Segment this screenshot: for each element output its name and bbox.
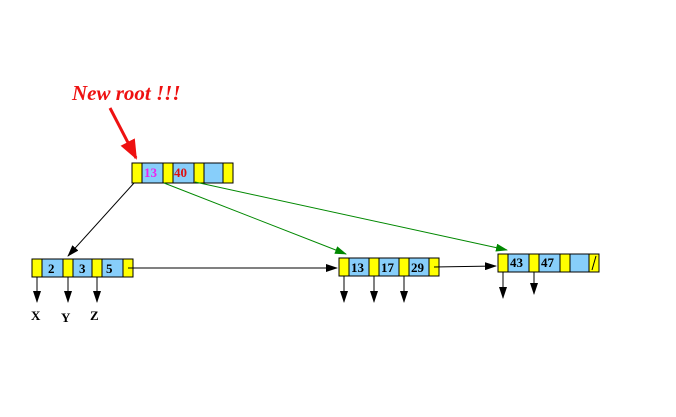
leaf2-pointer-1	[368, 257, 380, 277]
leaf3-pointer-0	[497, 253, 509, 273]
leaf1-pointer-0	[31, 258, 43, 278]
leaf-node-1: 2 3 5	[31, 258, 134, 278]
root-pointer-1	[162, 162, 174, 184]
root-to-leaf1-arrow	[67, 182, 135, 257]
leaf1-key-0: 2	[48, 261, 55, 276]
leaf3-key-0: 43	[510, 255, 524, 270]
root-to-leaf2-arrow	[163, 182, 347, 255]
new-root-label: New root !!!	[71, 81, 181, 105]
root-to-leaf3-arrow	[194, 181, 508, 252]
new-root-arrow	[108, 107, 138, 160]
pointer-label-z: Z	[90, 308, 99, 323]
leaf3-null-pointer-slash	[591, 255, 597, 271]
leaf-node-2: 13 17 29	[338, 257, 440, 277]
leaf1-pointer-2	[91, 258, 103, 278]
leaf1-pointer-1	[62, 258, 74, 278]
pointer-label-y: Y	[61, 310, 71, 325]
leaf1-key-2: 5	[106, 261, 113, 276]
root-pointer-2	[193, 162, 205, 184]
leaf3-key-cell-2	[569, 253, 590, 273]
root-node: 13 40	[131, 162, 234, 184]
leaf2-to-leaf3-arrow	[433, 262, 497, 271]
leaf3-key-1: 47	[541, 255, 555, 270]
leaf2-key-1: 17	[381, 260, 395, 275]
root-key-0: 13	[144, 165, 158, 180]
leaf2-pointer-2	[398, 257, 410, 277]
leaf3-pointer-2	[559, 253, 571, 273]
root-pointer-0	[131, 162, 143, 184]
leaf2-key-2: 29	[411, 260, 425, 275]
root-pointer-3	[222, 162, 234, 184]
leaf2-pointer-0	[338, 257, 350, 277]
leaf1-key-1: 3	[79, 261, 86, 276]
leaf-node-3: 43 47	[497, 253, 600, 273]
pointer-label-x: X	[31, 308, 41, 323]
leaf2-key-0: 13	[351, 260, 365, 275]
root-key-cell-2	[203, 162, 224, 184]
root-key-1: 40	[174, 165, 187, 180]
leaf3-pointer-1	[528, 253, 540, 273]
